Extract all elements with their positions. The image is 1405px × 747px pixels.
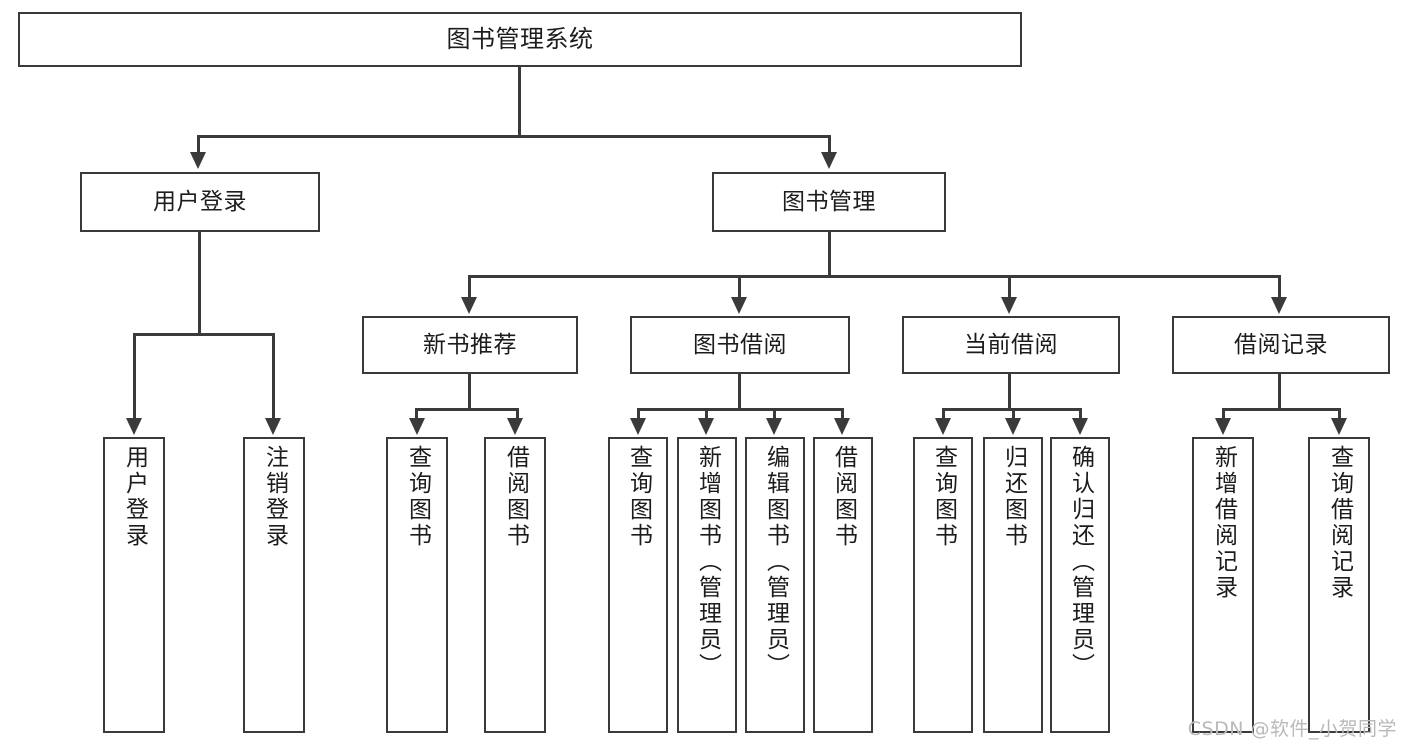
node-current-borrowing[interactable]: 当前借阅 <box>902 316 1120 374</box>
leaf-add-book-admin[interactable]: 新增图书（管理员） <box>677 437 737 733</box>
arrow-to-book-borrow <box>731 297 747 314</box>
leaf-confirm-return-admin[interactable]: 确认归还（管理员） <box>1050 437 1110 733</box>
connector-bb-drop-3 <box>773 408 776 420</box>
arrow-to-book-management <box>821 152 837 169</box>
node-book-management[interactable]: 图书管理 <box>712 172 946 232</box>
leaf-label: 借阅图书 <box>502 445 529 549</box>
connector-root-stem <box>518 67 521 135</box>
connector-br-drop-2 <box>1338 408 1341 420</box>
node-label: 新书推荐 <box>423 331 517 358</box>
node-book-borrowing[interactable]: 图书借阅 <box>630 316 850 374</box>
node-new-book-recommendation[interactable]: 新书推荐 <box>362 316 578 374</box>
leaf-query-book-borrowing[interactable]: 查询图书 <box>608 437 668 733</box>
arrow-to-leaf-query-record <box>1331 418 1347 435</box>
connector-cb-bus <box>942 408 1080 411</box>
connector-bb-drop-2 <box>705 408 708 420</box>
connector-bb-bus <box>637 408 844 411</box>
node-borrowing-records[interactable]: 借阅记录 <box>1172 316 1390 374</box>
connector-cb-drop-2 <box>1012 408 1015 420</box>
arrow-to-leaf-add-book <box>698 418 714 435</box>
leaf-label: 新增图书（管理员） <box>694 445 721 679</box>
leaf-query-book-current[interactable]: 查询图书 <box>913 437 973 733</box>
leaf-label: 借阅图书 <box>830 445 857 549</box>
connector-nbr-stem <box>468 374 471 410</box>
connector-book-mgmt-bus <box>468 275 1280 278</box>
node-label: 当前借阅 <box>964 331 1058 358</box>
connector-book-mgmt-drop-1 <box>468 275 471 299</box>
connector-book-mgmt-drop-4 <box>1278 275 1281 299</box>
connector-cb-drop-3 <box>1079 408 1082 420</box>
arrow-to-leaf-borrow-book-1 <box>507 418 523 435</box>
node-label: 图书借阅 <box>693 331 787 358</box>
arrow-to-leaf-return-book <box>1005 418 1021 435</box>
connector-root-drop-2 <box>828 135 831 155</box>
leaf-label: 编辑图书（管理员） <box>762 445 789 679</box>
leaf-add-borrowing-record[interactable]: 新增借阅记录 <box>1192 437 1254 733</box>
leaf-label: 查询图书 <box>404 445 431 549</box>
arrow-to-leaf-query-book-1 <box>409 418 425 435</box>
connector-root-drop-1 <box>197 135 200 155</box>
leaf-label: 用户登录 <box>121 445 148 549</box>
connector-nbr-drop-1 <box>415 408 418 420</box>
arrow-to-leaf-user-login <box>126 418 142 435</box>
connector-cb-drop-1 <box>942 408 945 420</box>
node-user-login[interactable]: 用户登录 <box>80 172 320 232</box>
arrow-to-leaf-add-record <box>1215 418 1231 435</box>
node-label: 借阅记录 <box>1234 331 1328 358</box>
arrow-to-current-borrow <box>1001 297 1017 314</box>
arrow-to-leaf-query-book-3 <box>935 418 951 435</box>
connector-book-mgmt-stem <box>828 232 831 277</box>
leaf-label: 查询借阅记录 <box>1326 445 1353 601</box>
leaf-label: 确认归还（管理员） <box>1067 445 1094 679</box>
leaf-user-login[interactable]: 用户登录 <box>103 437 165 733</box>
leaf-label: 归还图书 <box>1000 445 1027 549</box>
arrow-to-new-book-rec <box>461 297 477 314</box>
connector-bb-drop-1 <box>637 408 640 420</box>
node-label: 图书管理 <box>782 188 876 215</box>
node-label: 用户登录 <box>153 188 247 215</box>
leaf-label: 查询图书 <box>625 445 652 549</box>
connector-br-stem <box>1278 374 1281 410</box>
arrow-to-leaf-logout <box>265 418 281 435</box>
leaf-borrow-book-recommendation[interactable]: 借阅图书 <box>484 437 546 733</box>
connector-br-drop-1 <box>1222 408 1225 420</box>
node-root-system[interactable]: 图书管理系统 <box>18 12 1022 67</box>
connector-user-login-drop-2 <box>272 333 275 420</box>
connector-cb-stem <box>1008 374 1011 410</box>
connector-nbr-drop-2 <box>516 408 519 420</box>
connector-book-mgmt-drop-3 <box>1008 275 1011 299</box>
leaf-edit-book-admin[interactable]: 编辑图书（管理员） <box>745 437 805 733</box>
node-label: 图书管理系统 <box>446 24 594 53</box>
arrow-to-leaf-confirm-return <box>1072 418 1088 435</box>
connector-bb-stem <box>738 374 741 410</box>
connector-user-login-stem <box>198 232 201 335</box>
leaf-query-borrowing-record[interactable]: 查询借阅记录 <box>1308 437 1370 733</box>
arrow-to-leaf-edit-book <box>766 418 782 435</box>
leaf-label: 查询图书 <box>930 445 957 549</box>
leaf-label: 新增借阅记录 <box>1210 445 1237 601</box>
connector-bb-drop-4 <box>841 408 844 420</box>
leaf-logout[interactable]: 注销登录 <box>243 437 305 733</box>
csdn-watermark: CSDN @软件_小贺同学 <box>1187 718 1397 740</box>
leaf-label: 注销登录 <box>261 445 288 549</box>
connector-nbr-bus <box>415 408 519 411</box>
connector-book-mgmt-drop-2 <box>738 275 741 299</box>
connector-user-login-bus <box>133 333 272 336</box>
arrow-to-leaf-borrow-book-2 <box>834 418 850 435</box>
leaf-return-book[interactable]: 归还图书 <box>983 437 1043 733</box>
leaf-query-book-recommendation[interactable]: 查询图书 <box>386 437 448 733</box>
arrow-to-leaf-query-book-2 <box>630 418 646 435</box>
connector-br-bus <box>1222 408 1340 411</box>
leaf-borrow-book[interactable]: 借阅图书 <box>813 437 873 733</box>
connector-user-login-drop-1 <box>133 333 136 420</box>
arrow-to-borrow-record <box>1271 297 1287 314</box>
connector-root-bus <box>197 135 830 138</box>
arrow-to-user-login <box>190 152 206 169</box>
